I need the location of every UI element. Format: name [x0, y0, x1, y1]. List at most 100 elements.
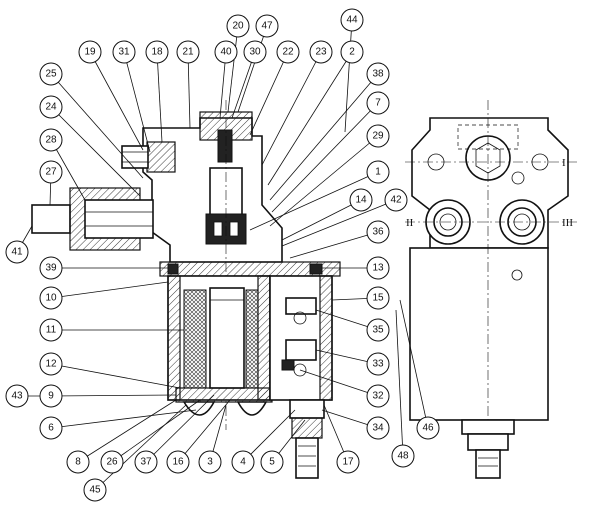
- callout-label-48: 48: [397, 451, 409, 462]
- callout-label-38: 38: [372, 69, 384, 80]
- callout-label-43: 43: [11, 391, 23, 402]
- callout-15: 15: [366, 286, 390, 310]
- callout-label-13: 13: [372, 263, 384, 274]
- leader-line-24: [50, 106, 141, 197]
- callout-label-12: 12: [45, 359, 57, 370]
- callout-label-18: 18: [151, 47, 163, 58]
- callout-label-5: 5: [269, 457, 275, 468]
- callout-22: 22: [276, 40, 300, 64]
- callout-1: 1: [366, 160, 390, 184]
- callout-43: 43: [5, 384, 29, 408]
- callout-18: 18: [145, 40, 169, 64]
- callout-23: 23: [309, 40, 333, 64]
- leader-line-23: [261, 51, 322, 166]
- leader-line-30: [231, 51, 256, 119]
- leader-line-7: [271, 102, 379, 213]
- leader-line-26: [111, 399, 201, 463]
- callout-46: 46: [416, 416, 440, 440]
- side-nut: [121, 145, 149, 169]
- leader-line-18: [156, 51, 163, 143]
- external-view: [405, 100, 580, 479]
- callout-label-17: 17: [342, 457, 354, 468]
- section-view: [31, 100, 341, 479]
- callout-6: 6: [39, 416, 63, 440]
- leader-line-29: [269, 135, 379, 227]
- callout-label-35: 35: [372, 325, 384, 336]
- callout-label-27: 27: [45, 167, 57, 178]
- callout-44: 44: [340, 8, 364, 32]
- leader-line-6: [50, 409, 197, 429]
- callout-label-14: 14: [355, 195, 367, 206]
- leader-line-19: [89, 51, 144, 151]
- callout-41: 41: [5, 240, 29, 264]
- section-mark-III: III: [562, 217, 573, 229]
- callout-label-6: 6: [48, 423, 54, 434]
- callout-35: 35: [366, 318, 390, 342]
- callout-label-36: 36: [372, 227, 384, 238]
- callout-label-4: 4: [240, 457, 246, 468]
- callout-label-20: 20: [232, 21, 244, 32]
- callout-13: 13: [366, 256, 390, 280]
- coil-winding-right: [245, 289, 259, 389]
- inlet-connector: [84, 199, 154, 239]
- inlet-nipple: [31, 204, 71, 234]
- plunger: [209, 287, 245, 389]
- leader-line-10: [50, 281, 169, 299]
- callout-label-30: 30: [249, 47, 261, 58]
- cable-gland-nut: [289, 399, 325, 419]
- callout-40: 40: [214, 40, 238, 64]
- callout-label-33: 33: [372, 359, 384, 370]
- leader-line-47: [237, 25, 268, 113]
- callout-label-15: 15: [372, 293, 384, 304]
- leader-line-9: [50, 394, 177, 397]
- callout-27: 27: [39, 160, 63, 184]
- callout-label-2: 2: [349, 47, 355, 58]
- callout-19: 19: [78, 40, 102, 64]
- leader-line-42: [281, 199, 397, 247]
- callout-label-8: 8: [75, 457, 81, 468]
- leader-line-8: [77, 399, 177, 463]
- callout-36: 36: [366, 220, 390, 244]
- callout-3: 3: [198, 450, 222, 474]
- leader-line-31: [123, 51, 151, 153]
- external-cable: [475, 449, 501, 479]
- leader-line-4: [242, 409, 296, 463]
- leader-line-48: [395, 309, 404, 457]
- callout-label-24: 24: [45, 102, 57, 113]
- leader-line-21: [187, 51, 191, 129]
- callout-33: 33: [366, 352, 390, 376]
- callout-label-34: 34: [372, 423, 384, 434]
- section-mark-II: II: [406, 217, 414, 229]
- callout-label-7: 7: [375, 98, 381, 109]
- callout-24: 24: [39, 95, 63, 119]
- callout-label-39: 39: [45, 263, 57, 274]
- callout-label-44: 44: [346, 15, 358, 26]
- callout-42: 42: [384, 188, 408, 212]
- callout-25: 25: [39, 62, 63, 86]
- callout-label-11: 11: [46, 325, 57, 336]
- top-plug: [217, 129, 233, 163]
- leader-line-38: [269, 73, 379, 201]
- callout-label-25: 25: [45, 69, 57, 80]
- leader-line-1: [249, 171, 379, 231]
- callout-label-29: 29: [372, 131, 384, 142]
- cable: [295, 437, 319, 479]
- callout-5: 5: [260, 450, 284, 474]
- callout-label-23: 23: [315, 47, 327, 58]
- leader-line-2: [267, 51, 353, 186]
- callout-label-22: 22: [282, 47, 294, 58]
- callout-label-26: 26: [106, 457, 118, 468]
- callout-label-10: 10: [45, 293, 57, 304]
- callout-16: 16: [166, 450, 190, 474]
- leader-line-46: [399, 299, 429, 429]
- leader-line-37: [145, 394, 215, 463]
- section-mark-I: I: [562, 157, 566, 169]
- leader-line-44: [344, 19, 353, 133]
- leader-line-22: [249, 51, 289, 136]
- callout-label-45: 45: [89, 485, 101, 496]
- callout-38: 38: [366, 62, 390, 86]
- callout-34: 34: [366, 416, 390, 440]
- callout-14: 14: [349, 188, 373, 212]
- callout-17: 17: [336, 450, 360, 474]
